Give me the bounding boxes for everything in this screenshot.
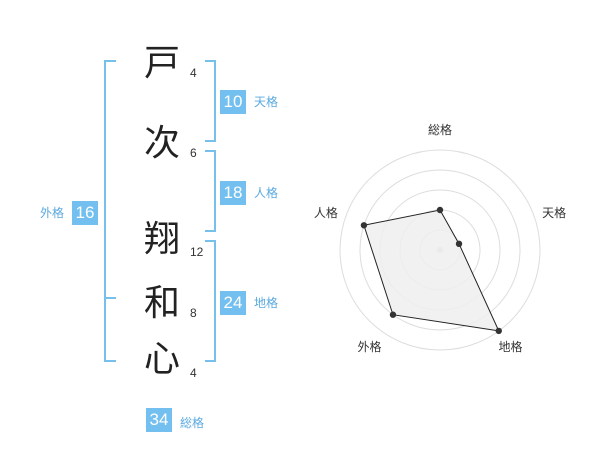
jinkaku-value: 18 [220,181,246,205]
radar-point-5 [360,222,368,229]
gaikaku-value: 16 [72,201,98,225]
stroke-count-3: 12 [190,245,204,259]
chikaku-value: 24 [220,291,246,315]
radar-grid-ring [359,169,521,331]
name-char-4: 和 [143,283,180,324]
stroke-count-5: 4 [190,366,197,380]
gaikaku-bracket [104,60,116,362]
radar-grid-ring [339,149,541,351]
radar-data-area [363,209,500,332]
jinkaku-bracket [205,150,216,232]
jinkaku-label: 人格 [254,186,279,200]
radar-point-1 [436,206,444,214]
chikaku-bracket [205,240,216,362]
name-char-1: 戸 [143,43,180,84]
radar-point-3 [495,327,502,335]
stroke-count-4: 8 [190,306,197,320]
radar-point-4 [389,311,397,318]
gaikaku-label: 外格 [40,206,65,220]
gaikaku-bracket-divider [106,297,116,299]
chikaku-label: 地格 [254,296,279,310]
tenkaku-value: 10 [220,90,246,114]
radar-point-2 [455,240,463,248]
name-char-5: 心 [143,339,180,380]
name-char-3: 翔 [143,219,180,260]
soukaku-label: 総格 [180,416,205,430]
radar-axis-label: 人格 [314,205,338,220]
stroke-count-1: 4 [190,66,197,80]
radar-axis-label: 天格 [542,205,566,220]
radar-axis-label: 地格 [499,339,523,354]
stroke-count-2: 6 [190,146,197,160]
radar-axis-label: 総格 [428,122,452,137]
soukaku-value: 34 [146,408,172,432]
name-char-2: 次 [143,123,180,164]
radar-axis-label: 外格 [357,339,381,354]
tenkaku-bracket [205,60,216,142]
tenkaku-label: 天格 [254,95,279,109]
